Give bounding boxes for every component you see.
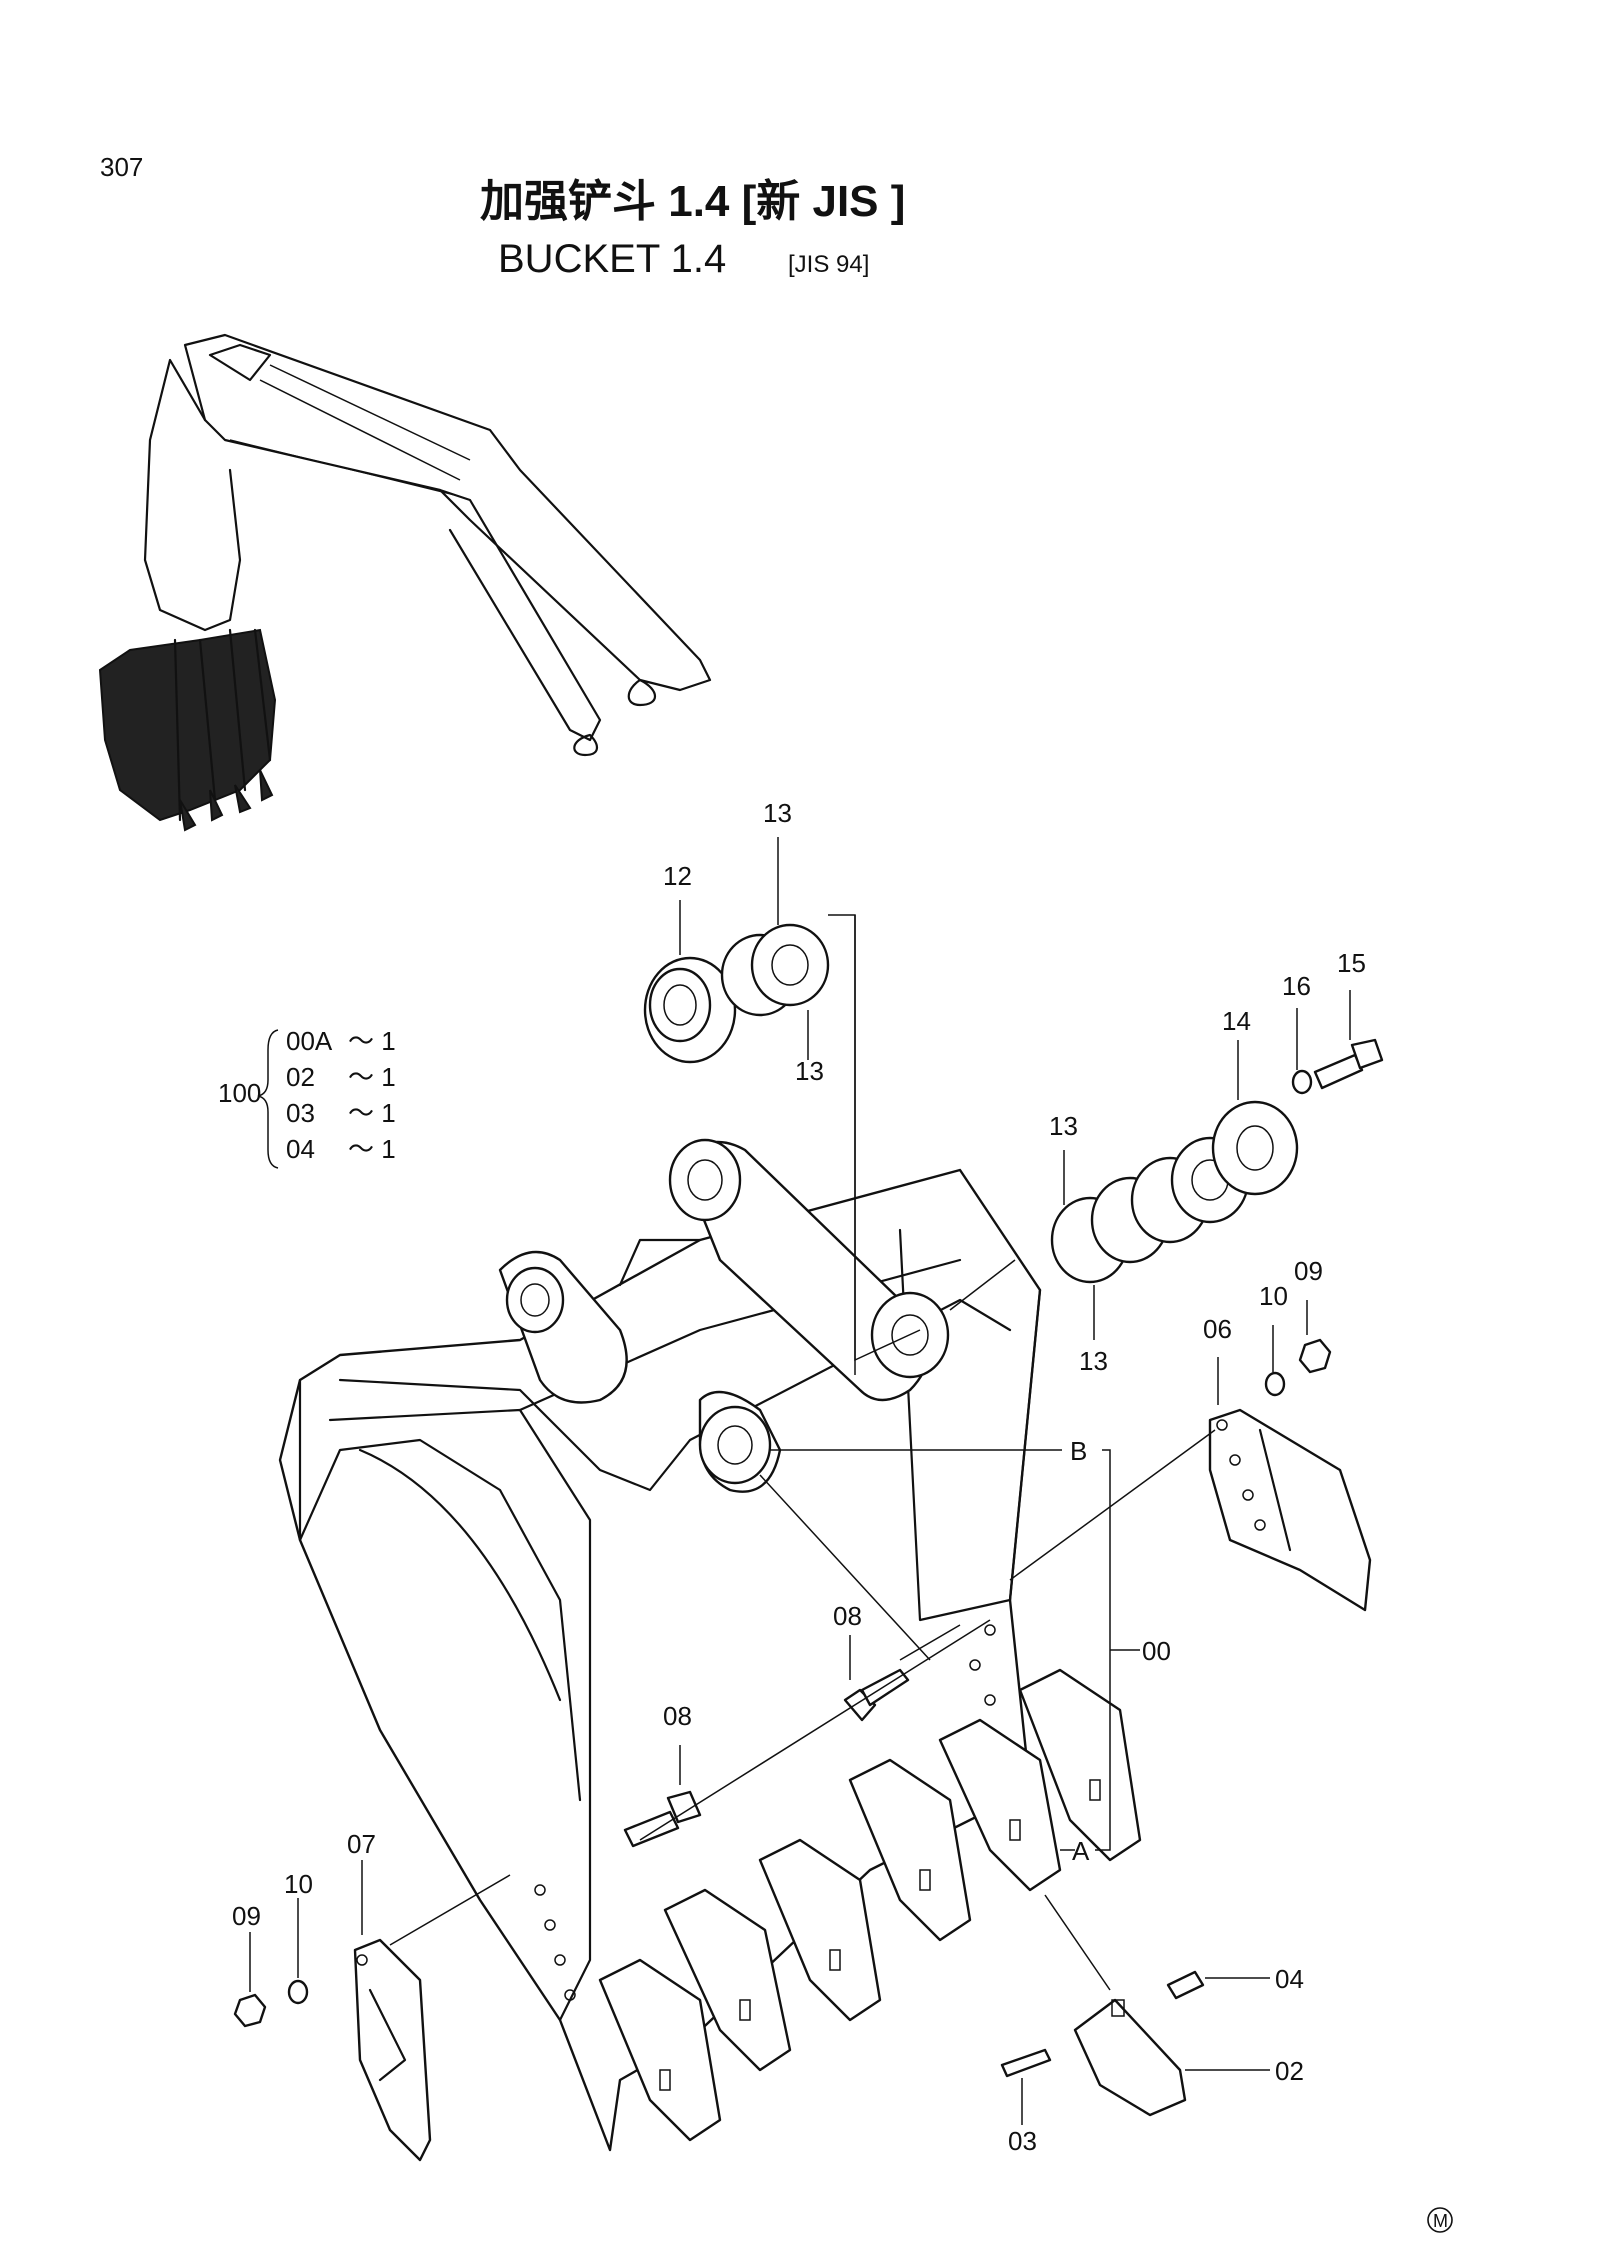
callout-07: 07	[347, 1829, 376, 1859]
tooth-point-02-illustration	[1073, 1998, 1187, 2117]
assembly-item-qty: ～ 1	[348, 1062, 396, 1092]
callout-15: 15	[1337, 948, 1366, 978]
assembly-item-code: 00A	[286, 1026, 333, 1056]
side-cutter-06-illustration	[1208, 1408, 1372, 1612]
shims-13-upper-illustration	[720, 923, 830, 1017]
title-english: BUCKET 1.4	[498, 237, 726, 281]
callout-b: B	[1070, 1436, 1087, 1466]
callout-13: 13	[795, 1056, 824, 1086]
assembly-row: 02 ～ 1	[286, 1062, 396, 1092]
callout-13: 13	[1079, 1346, 1108, 1376]
assembly-item-qty: ～ 1	[348, 1026, 396, 1056]
callout-10: 10	[284, 1869, 313, 1899]
assembly-item-qty: ～ 1	[348, 1098, 396, 1128]
callout-10: 10	[1259, 1281, 1288, 1311]
washer-16-illustration	[1291, 1069, 1313, 1095]
assembly-row: 04 ～ 1	[286, 1134, 396, 1164]
callout-16: 16	[1282, 971, 1311, 1001]
callout-06: 06	[1203, 1314, 1232, 1344]
bucket-body-illustration	[278, 1138, 1042, 2152]
page-number: 307	[100, 152, 143, 182]
shims-13-right-illustration	[1050, 1136, 1250, 1284]
callout-09: 09	[1294, 1256, 1323, 1286]
bolt-08-lower-illustration	[623, 1790, 702, 1848]
callout-08: 08	[663, 1701, 692, 1731]
assembly-row: 03 ～ 1	[286, 1098, 396, 1128]
assembly-item-code: 04	[286, 1134, 315, 1164]
leader-lines	[249, 837, 1351, 2125]
assembly-row: 00A ～ 1	[286, 1026, 396, 1056]
excavator-overview-illustration	[98, 333, 712, 832]
callout-14: 14	[1222, 1006, 1251, 1036]
assembly-brace	[257, 1029, 279, 1169]
bolt-15-illustration	[1313, 1038, 1384, 1090]
assembly-item-qty: ～ 1	[348, 1134, 396, 1164]
callout-labels: 12 13 13 13 13 14 15 16 09 10 06 B 00 08…	[232, 798, 1366, 2156]
pin-03-illustration	[1000, 2048, 1052, 2078]
callout-a: A	[1072, 1836, 1090, 1866]
assembly-parent-code: 100	[218, 1078, 261, 1108]
circled-m-mark: M	[1427, 2207, 1453, 2233]
callout-02: 02	[1275, 2056, 1304, 2086]
side-cutter-07-illustration	[353, 1938, 432, 2162]
washer-10-right-illustration	[1264, 1371, 1286, 1397]
callout-03: 03	[1008, 2126, 1037, 2156]
nut-09-left-illustration	[233, 1993, 267, 2028]
nut-09-right-illustration	[1298, 1338, 1332, 1374]
bushing-12-illustration	[643, 956, 737, 1064]
callout-12: 12	[663, 861, 692, 891]
callout-13: 13	[1049, 1111, 1078, 1141]
assembly-item-code: 02	[286, 1062, 315, 1092]
callout-00: 00	[1142, 1636, 1171, 1666]
title-standard: [JIS 94]	[788, 251, 869, 278]
callout-09: 09	[232, 1901, 261, 1931]
lock-04-illustration	[1166, 1970, 1205, 2000]
callout-13: 13	[763, 798, 792, 828]
assembly-item-code: 03	[286, 1098, 315, 1128]
assembly-legend: 100 00A ～ 1 02 ～ 1 03 ～ 1 04 ～ 1	[218, 1026, 396, 1169]
callout-08: 08	[833, 1601, 862, 1631]
washer-10-left-illustration	[287, 1979, 309, 2005]
title-chinese: 加强铲斗 1.4 [新 JIS ]	[480, 177, 905, 226]
callout-04: 04	[1275, 1964, 1304, 1994]
plate-14-illustration	[1211, 1100, 1299, 1196]
mark-letter: M	[1433, 2211, 1448, 2231]
